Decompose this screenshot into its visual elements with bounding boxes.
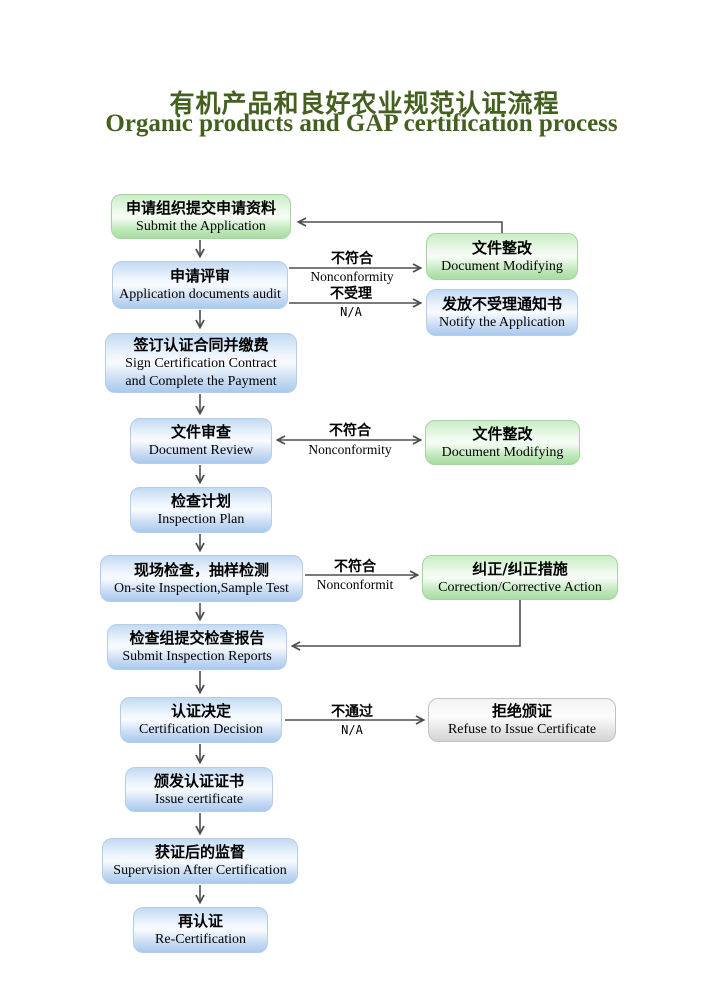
node-inspection-plan: 检查计划 Inspection Plan bbox=[130, 487, 272, 533]
node-label-zh: 颁发认证证书 bbox=[153, 771, 244, 790]
edge-label-decision-fail-en: N/A bbox=[341, 723, 363, 737]
node-label-en: Sign Certification Contract bbox=[125, 356, 277, 371]
node-label-en: Notify the Application bbox=[439, 314, 565, 330]
edge-label-audit-na-zh: 不受理 bbox=[330, 286, 372, 302]
node-refuse-certificate: 拒绝颁证 Refuse to Issue Certificate bbox=[428, 698, 616, 742]
node-re-certification: 再认证 Re-Certification bbox=[133, 907, 268, 953]
node-notify-application: 发放不受理通知书 Notify the Application bbox=[426, 289, 578, 336]
edge-label-decision-fail-zh: 不通过 bbox=[331, 704, 373, 720]
edge-label-onsite-nonconformity-en: Nonconformit bbox=[316, 577, 394, 592]
node-label-en: Document Modifying bbox=[441, 444, 564, 460]
edge-label-audit-na-en: N/A bbox=[340, 305, 362, 319]
edge-label-audit-nonconformity-zh: 不符合 bbox=[331, 251, 373, 267]
edge-label-audit-nonconformity-en: Nonconformity bbox=[310, 269, 394, 284]
node-label-en2: and Complete the Payment bbox=[125, 374, 277, 389]
node-label-en: Document Modifying bbox=[441, 258, 563, 274]
node-label-en: Inspection Plan bbox=[157, 512, 245, 527]
node-label-en: Re-Certification bbox=[155, 932, 246, 947]
node-submit-application: 申请组织提交申请资料 Submit the Application bbox=[111, 194, 291, 239]
connector-correction-to-reports bbox=[293, 600, 521, 646]
edge-label-review-nonconformity-zh: 不符合 bbox=[329, 423, 371, 439]
node-label-en: Submit Inspection Reports bbox=[122, 649, 272, 664]
node-label-zh: 再认证 bbox=[177, 912, 223, 930]
node-document-modifying-top: 文件整改 Document Modifying bbox=[426, 233, 578, 280]
node-label-zh: 签订认证合同并缴费 bbox=[133, 336, 269, 354]
node-issue-certificate: 颁发认证证书 Issue certificate bbox=[125, 767, 273, 812]
node-label-en: Supervision After Certification bbox=[113, 863, 287, 878]
connector-modify-to-submit bbox=[299, 222, 503, 233]
node-label-zh: 现场检查，抽样检测 bbox=[133, 560, 269, 579]
node-label-en: Submit the Application bbox=[136, 218, 266, 234]
node-label-en: Document Review bbox=[148, 443, 254, 458]
page-title-zh: 有机产品和良好农业规范认证流程 bbox=[169, 89, 560, 118]
node-label-zh: 检查计划 bbox=[170, 492, 231, 510]
node-label-zh: 发放不受理通知书 bbox=[441, 294, 562, 313]
node-label-en: On-site Inspection,Sample Test bbox=[114, 580, 289, 596]
node-label-zh: 拒绝颁证 bbox=[491, 702, 552, 720]
node-label-zh: 文件审查 bbox=[170, 423, 231, 441]
node-document-review: 文件审查 Document Review bbox=[130, 418, 272, 464]
page-title-en: Organic products and GAP certification p… bbox=[105, 110, 618, 137]
node-certification-decision: 认证决定 Certification Decision bbox=[120, 697, 282, 743]
node-label-en: Correction/Corrective Action bbox=[438, 579, 602, 595]
node-supervision: 获证后的监督 Supervision After Certification bbox=[102, 838, 298, 884]
node-label-zh: 获证后的监督 bbox=[154, 843, 245, 861]
node-application-audit: 申请评审 Application documents audit bbox=[112, 261, 288, 309]
node-label-zh: 文件整改 bbox=[472, 424, 533, 443]
node-sign-contract: 签订认证合同并缴费 Sign Certification Contract an… bbox=[105, 333, 297, 393]
node-label-en: Refuse to Issue Certificate bbox=[447, 722, 597, 737]
node-label-en: Application documents audit bbox=[119, 287, 281, 302]
node-label-en: Certification Decision bbox=[138, 722, 264, 737]
node-label-zh: 纠正/纠正措施 bbox=[472, 559, 568, 578]
edge-label-onsite-nonconformity-zh: 不符合 bbox=[334, 559, 376, 575]
edge-label-review-nonconformity-en: Nonconformity bbox=[308, 442, 392, 457]
node-label-zh: 申请评审 bbox=[169, 267, 230, 285]
node-label-zh: 检查组提交检查报告 bbox=[129, 629, 265, 647]
node-label-zh: 申请组织提交申请资料 bbox=[125, 198, 276, 217]
node-onsite-inspection: 现场检查，抽样检测 On-site Inspection,Sample Test bbox=[100, 555, 303, 602]
node-document-modifying-mid: 文件整改 Document Modifying bbox=[425, 420, 580, 465]
node-label-zh: 文件整改 bbox=[471, 238, 532, 257]
node-label-zh: 认证决定 bbox=[170, 702, 231, 720]
node-submit-reports: 检查组提交检查报告 Submit Inspection Reports bbox=[107, 624, 287, 670]
node-label-en: Issue certificate bbox=[154, 791, 244, 807]
node-corrective-action: 纠正/纠正措施 Correction/Corrective Action bbox=[422, 555, 618, 600]
